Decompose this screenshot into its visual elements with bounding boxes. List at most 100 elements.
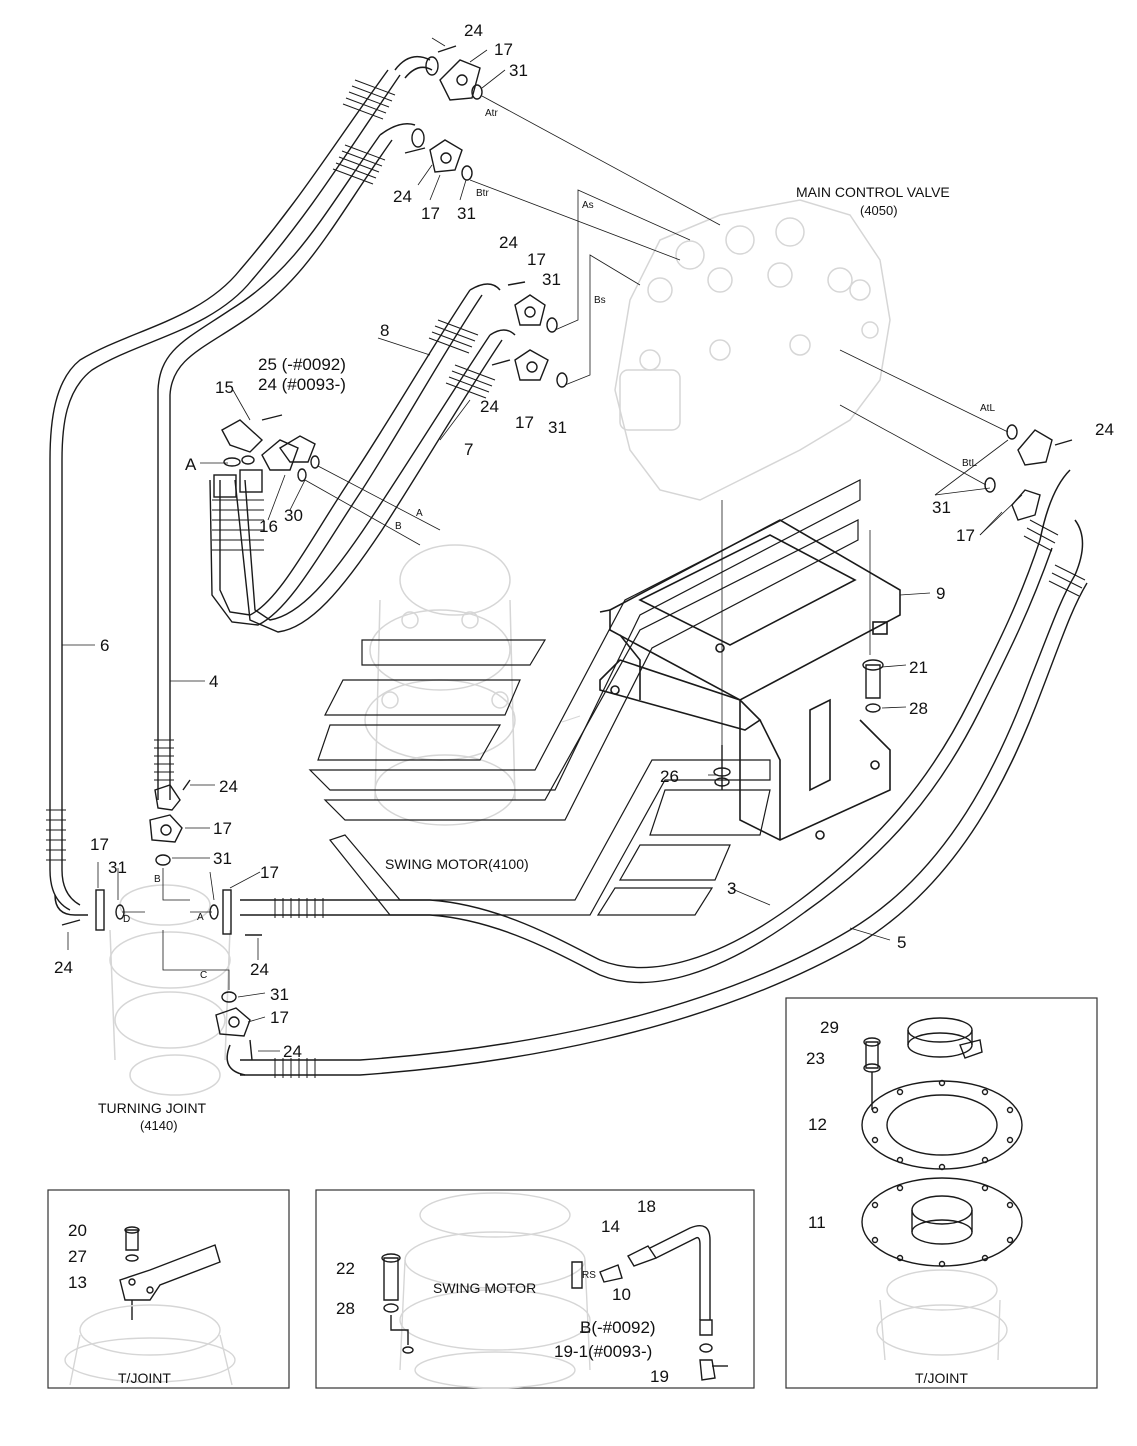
hose-4 [157,134,393,800]
inset-right-ghost [876,1269,1008,1361]
hose-7 [234,334,503,633]
part-label: 14 [601,1217,620,1236]
part-label: 17 [494,40,513,59]
part-label: 30 [284,506,303,525]
turning-joint-title: TURNING JOINT [98,1100,207,1116]
part-label: 31 [213,849,232,868]
flanges-and-seals [61,45,1073,1061]
port-b-line: B [395,521,402,532]
hose-5 [240,574,1088,1076]
part-label: 12 [808,1115,827,1134]
part-label: 19 [650,1367,669,1386]
part-label: 17 [90,835,109,854]
part-label: 7 [464,440,473,459]
hose-fittings [54,55,1084,1076]
mcv-title: MAIN CONTROL VALVE [796,184,950,200]
part-label: 27 [68,1247,87,1266]
part-label: 24 [480,397,499,416]
inset-right-frame [785,997,1098,1389]
label-leaders [62,37,1023,1052]
port-rs: RS [582,1270,596,1281]
part-label: 28 [336,1299,355,1318]
part-label: 21 [909,658,928,677]
hose-3 [240,539,1053,984]
part-label: 17 [270,1008,289,1027]
part-label: 6 [100,636,109,655]
part-label: 28 [909,699,928,718]
part-label: 13 [68,1273,87,1292]
part-label: A [185,455,197,474]
connection-lines [122,95,1009,990]
inset-left-ghost [64,1304,236,1386]
port-atl: AtL [980,403,995,414]
port-btr: Btr [476,188,489,199]
part-label: 5 [897,933,906,952]
main-control-valve-ghost [614,199,891,501]
part-label: 24 [219,777,238,796]
direction-arrow-marks [308,479,861,916]
part-label: 17 [260,863,279,882]
swing-motor-ghost [364,544,516,826]
inset-left-parts [119,1226,221,1320]
part-label: 31 [509,61,528,80]
port-tj-c: C [200,970,207,981]
hose-sleeves [46,79,1086,1078]
part-label: 31 [932,498,951,517]
part-label: 15 [215,378,234,397]
inset-left-frame [47,1189,290,1389]
part-label: 17 [213,819,232,838]
part-label: 10 [612,1285,631,1304]
part-label: 31 [457,204,476,223]
part-label: 24 [54,958,73,977]
part-label: 17 [956,526,975,545]
part-label: 24 [283,1042,302,1061]
inset-right-title: T/JOINT [915,1370,968,1386]
port-as: As [582,200,594,211]
inset-left-title: T/JOINT [118,1370,171,1386]
part-label: 17 [421,204,440,223]
port-tj-b: B [154,874,161,885]
part-label: 24 [464,21,483,40]
part-label: 8 [380,321,389,340]
part-label: 31 [548,418,567,437]
part-label: 29 [820,1018,839,1037]
inset-middle-ghost [399,1192,591,1389]
part-label-note: 19-1(#0093-) [554,1342,652,1361]
part-label: 31 [542,270,561,289]
frame-part-9 [599,519,901,841]
turning-joint-code: (4140) [140,1118,178,1133]
part-label: 31 [108,858,127,877]
part-label: 20 [68,1221,87,1240]
part-label: 23 [806,1049,825,1068]
part-label: 24 [393,187,412,206]
inset-right-parts [861,1017,1023,1268]
port-tj-a: A [197,912,204,923]
part-label: 18 [637,1197,656,1216]
part-label: 24 [250,960,269,979]
turning-joint-ghost [109,884,231,1096]
part-label: 3 [727,879,736,898]
part-label: 4 [209,672,218,691]
inset-middle-title: SWING MOTOR [433,1280,536,1296]
inset-middle-parts [381,1225,728,1381]
part-label: 9 [936,584,945,603]
part-label: 26 [660,767,679,786]
part-label: 17 [515,413,534,432]
port-tj-d: D [123,914,130,925]
part-label-note: 24 (#0093-) [258,375,346,394]
hose-6 [49,69,401,911]
swing-motor-title: SWING MOTOR(4100) [385,856,529,872]
frame-tiny-ghost-label [561,715,581,723]
inset-middle-frame [315,1189,755,1389]
part-label: 31 [270,985,289,1004]
port-btl: BtL [962,458,977,469]
port-atr: Atr [485,108,498,119]
part-label: 22 [336,1259,355,1278]
port-bs: Bs [594,295,606,306]
part-label: 24 [499,233,518,252]
part-label-note: 25 (-#0092) [258,355,346,374]
part-label: 17 [527,250,546,269]
port-a-line: A [416,508,423,519]
